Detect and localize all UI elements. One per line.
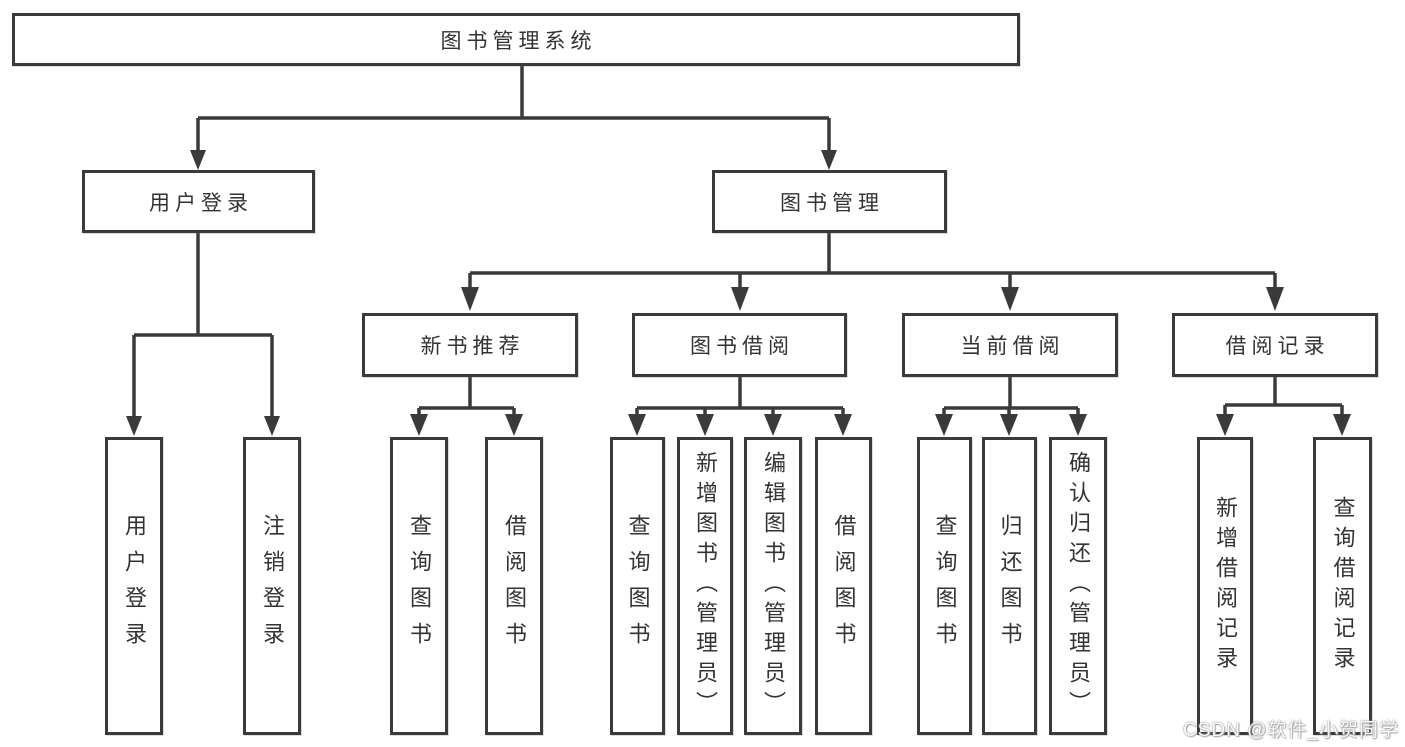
csdn-watermark: CSDN @软件_小贺同学 bbox=[1183, 720, 1399, 741]
node-current-borrow: 当前借阅 bbox=[902, 313, 1118, 377]
connector-lines bbox=[132, 66, 1344, 419]
node-borrow-record: 借阅记录 bbox=[1172, 313, 1378, 377]
leaf-query-book-current-label: 查询图书 bbox=[932, 514, 958, 658]
leaf-query-borrow-record-label: 查询借阅记录 bbox=[1330, 496, 1356, 676]
node-new-book-recommend: 新书推荐 bbox=[362, 313, 578, 377]
leaf-query-book-newrec-label: 查询图书 bbox=[407, 514, 432, 658]
leaf-logout-label: 注销登录 bbox=[260, 514, 285, 658]
leaf-return-book: 归还图书 bbox=[982, 437, 1037, 735]
leaf-logout: 注销登录 bbox=[243, 437, 301, 735]
leaf-borrow-book-newrec-label: 借阅图书 bbox=[502, 514, 527, 658]
leaf-add-book-admin-label: 新增图书（管理员） bbox=[693, 451, 718, 721]
node-root: 图书管理系统 bbox=[12, 13, 1020, 66]
leaf-add-book-admin: 新增图书（管理员） bbox=[677, 437, 733, 735]
node-user-login: 用户登录 bbox=[82, 170, 315, 233]
leaf-confirm-return-admin: 确认归还（管理员） bbox=[1049, 437, 1107, 735]
leaf-edit-book-admin: 编辑图书（管理员） bbox=[744, 437, 802, 735]
node-book-management: 图书管理 bbox=[712, 170, 947, 233]
leaf-query-borrow-record: 查询借阅记录 bbox=[1313, 437, 1372, 735]
leaf-query-book-borrow-label: 查询图书 bbox=[625, 514, 651, 658]
leaf-return-book-label: 归还图书 bbox=[997, 514, 1023, 658]
leaf-query-book-current: 查询图书 bbox=[917, 437, 972, 735]
leaf-query-book-newrec: 查询图书 bbox=[390, 437, 448, 735]
leaf-edit-book-admin-label: 编辑图书（管理员） bbox=[761, 451, 786, 721]
leaf-borrow-book-newrec: 借阅图书 bbox=[485, 437, 543, 735]
leaf-add-borrow-record-label: 新增借阅记录 bbox=[1213, 496, 1238, 676]
leaf-borrow-book-borrow-label: 借阅图书 bbox=[831, 514, 857, 658]
leaf-query-book-borrow: 查询图书 bbox=[610, 437, 665, 735]
leaf-add-borrow-record: 新增借阅记录 bbox=[1197, 437, 1253, 735]
leaf-user-login: 用户登录 bbox=[105, 437, 163, 735]
leaf-user-login-label: 用户登录 bbox=[122, 514, 147, 658]
leaf-borrow-book-borrow: 借阅图书 bbox=[815, 437, 872, 735]
arrowheads bbox=[126, 150, 1351, 436]
leaf-confirm-return-admin-label: 确认归还（管理员） bbox=[1066, 451, 1091, 721]
node-book-borrow: 图书借阅 bbox=[632, 313, 847, 377]
